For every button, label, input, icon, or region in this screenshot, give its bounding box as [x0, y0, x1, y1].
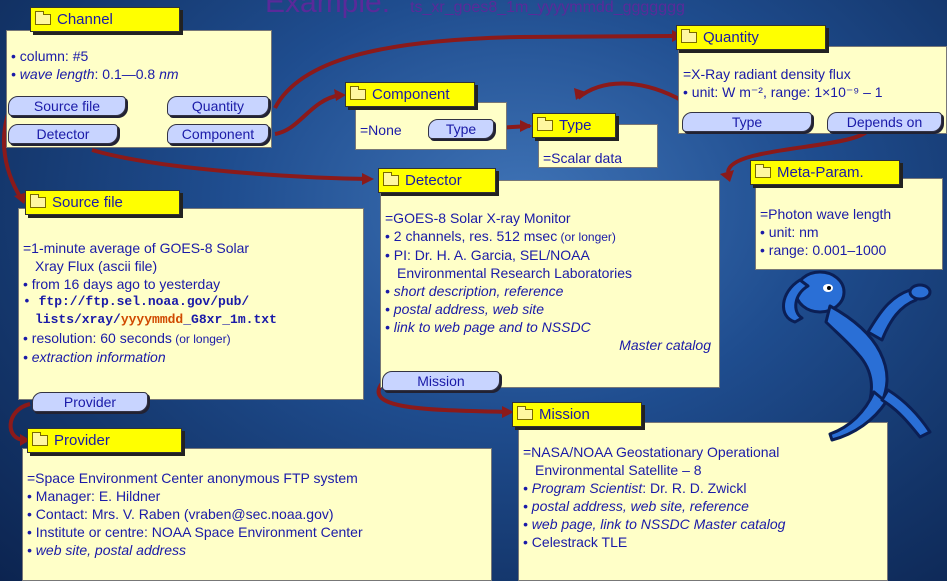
depends-on-button[interactable]: Depends on — [827, 112, 942, 132]
detector-line: Master catalog — [619, 337, 711, 353]
type-button[interactable]: Type — [428, 119, 494, 139]
folder-icon — [350, 86, 366, 100]
folder-icon — [755, 164, 771, 178]
mission-line: • Celestrack TLE — [523, 534, 628, 550]
tab-channel[interactable]: Channel — [30, 7, 180, 32]
source-file-button[interactable]: Source file — [8, 96, 126, 116]
folder-icon — [30, 194, 46, 208]
meta-param-line: =Photon wave length — [760, 206, 892, 222]
provider-line: • web site, postal address — [27, 542, 186, 558]
source-line: =1-minute average of GOES-8 Solar — [23, 240, 250, 256]
tab-detector[interactable]: Detector — [378, 168, 496, 193]
folder-icon — [35, 11, 51, 25]
tab-provider[interactable]: Provider — [27, 428, 182, 453]
provider-line: =Space Environment Center anonymous FTP … — [27, 470, 358, 486]
folder-icon — [517, 406, 533, 420]
source-file-box: =1-minute average of GOES-8 Solar Xray F… — [18, 208, 364, 400]
meta-param-line: • range: 0.001–1000 — [760, 242, 887, 258]
detector-line: • short description, reference — [385, 283, 564, 299]
meta-param-line: • unit: nm — [760, 224, 819, 240]
source-line: • extraction information — [23, 349, 166, 365]
quantity-unit: • unit: W m⁻², range: 1×10⁻⁹ – 1 — [683, 84, 883, 100]
wire-quantity — [273, 34, 673, 109]
tab-source-file[interactable]: Source file — [25, 190, 180, 215]
tab-type[interactable]: Type — [532, 113, 616, 138]
mission-box: =NASA/NOAA Geostationary Operational Env… — [518, 422, 888, 581]
detector-line: • PI: Dr. H. A. Garcia, SEL/NOAA — [385, 247, 590, 263]
wire-component — [274, 93, 341, 136]
component-value: =None — [360, 122, 402, 138]
mission-line: =NASA/NOAA Geostationary Operational — [523, 444, 780, 460]
detector-line: Environmental Research Laboratories — [397, 265, 633, 281]
source-ftp-path[interactable]: lists/xray/yyyymmdd_G8xr_1m.txt — [35, 312, 277, 327]
provider-line: • Contact: Mrs. V. Raben (vraben@sec.noa… — [27, 506, 334, 522]
slide-title: Example: ts_xr_goes8_1m_yyyymmdd_ggggggg — [265, 0, 685, 20]
provider-button[interactable]: Provider — [32, 392, 148, 412]
thinking-figure-illustration — [782, 270, 932, 442]
source-line: • resolution: 60 seconds (or longer) — [23, 330, 231, 346]
tab-quantity[interactable]: Quantity — [676, 25, 826, 50]
wire-depends — [726, 126, 872, 173]
mission-line: • web page, link to NSSDC Master catalog — [523, 516, 786, 532]
source-line: Xray Flux (ascii file) — [35, 258, 158, 274]
quantity-value: =X-Ray radiant density flux — [683, 66, 851, 82]
folder-icon — [681, 29, 697, 43]
folder-icon — [537, 117, 553, 131]
provider-box: =Space Environment Center anonymous FTP … — [22, 448, 492, 581]
meta-param-box: =Photon wave length • unit: nm • range: … — [755, 178, 943, 270]
source-line: • from 16 days ago to yesterday — [23, 276, 221, 292]
mission-line: • postal address, web site, reference — [523, 498, 749, 514]
tab-component[interactable]: Component — [345, 82, 475, 107]
detector-line: • postal address, web site — [385, 301, 544, 317]
channel-column: • column: #5 — [11, 48, 89, 64]
type-value: =Scalar data — [543, 150, 622, 166]
folder-icon — [383, 172, 399, 186]
folder-icon — [32, 432, 48, 446]
provider-line: • Manager: E. Hildner — [27, 488, 161, 504]
wire-mission — [376, 380, 511, 414]
mission-button[interactable]: Mission — [382, 371, 500, 391]
quantity-type-button[interactable]: Type — [682, 112, 812, 132]
quantity-button[interactable]: Quantity — [167, 96, 269, 116]
channel-wavelength: • wave length: 0.1—0.8 nm — [11, 66, 179, 82]
mission-line: Environmental Satellite – 8 — [535, 462, 702, 478]
component-button[interactable]: Component — [167, 124, 269, 144]
mission-line: • Program Scientist: Dr. R. D. Zwickl — [523, 480, 747, 496]
wire-detector — [91, 148, 371, 181]
detector-line: • link to web page and to NSSDC — [385, 319, 591, 335]
tab-mission[interactable]: Mission — [512, 402, 642, 427]
detector-box: =GOES-8 Solar X-ray Monitor • 2 channels… — [380, 180, 720, 388]
detector-line: =GOES-8 Solar X-ray Monitor — [385, 210, 571, 226]
provider-line: • Institute or centre: NOAA Space Enviro… — [27, 524, 363, 540]
title-subtitle: ts_xr_goes8_1m_yyyymmdd_ggggggg — [410, 0, 685, 16]
source-ftp-link[interactable]: • ftp://ftp.sel.noaa.gov/pub/ — [23, 294, 250, 309]
wire-quantity-type — [576, 81, 692, 107]
title-text: Example: — [265, 0, 391, 19]
tab-meta-param[interactable]: Meta-Param. — [750, 160, 900, 185]
detector-line: • 2 channels, res. 512 msec (or longer) — [385, 228, 616, 244]
detector-button[interactable]: Detector — [8, 124, 118, 144]
